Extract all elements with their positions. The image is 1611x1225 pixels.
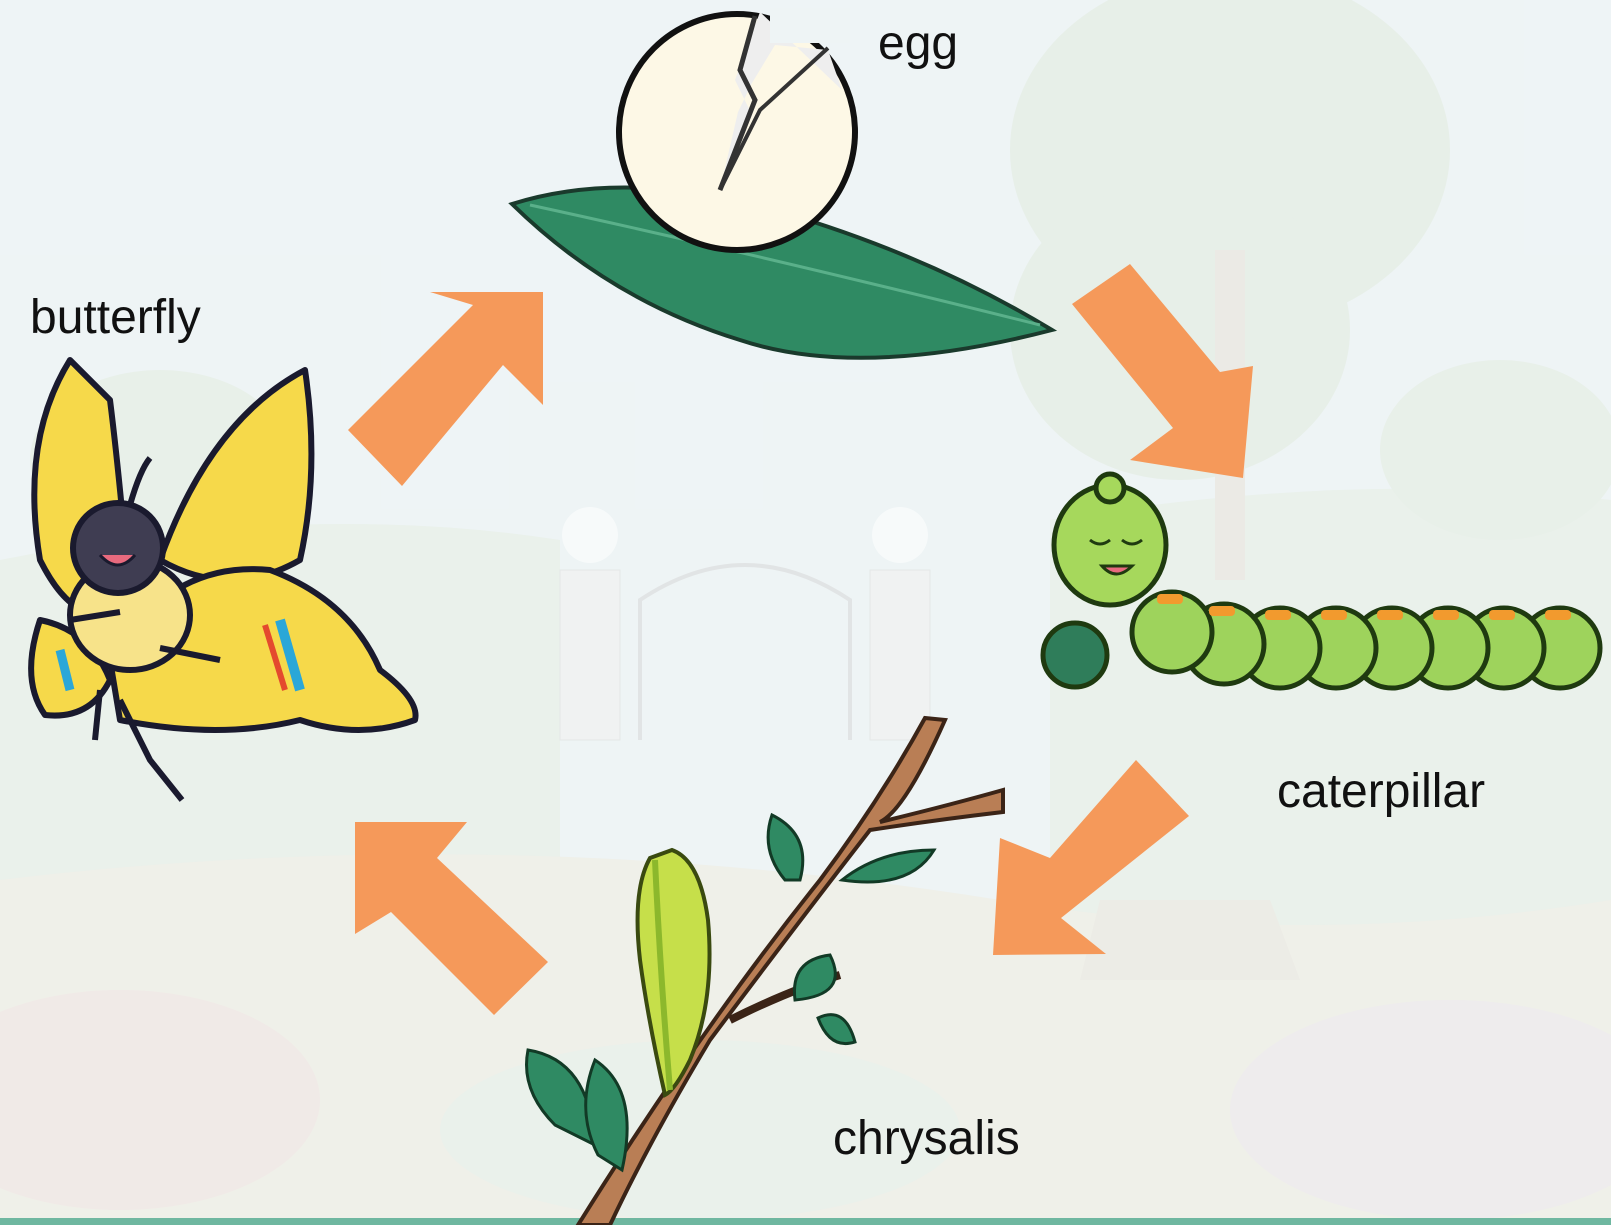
- caterpillar-leaf-ball: [1043, 623, 1107, 687]
- label-chrysalis: chrysalis: [833, 1115, 1020, 1163]
- label-caterpillar: caterpillar: [1277, 768, 1485, 816]
- label-egg: egg: [878, 20, 958, 68]
- label-butterfly: butterfly: [30, 294, 201, 342]
- butterfly-head: [73, 503, 163, 593]
- bottom-strip: [0, 1218, 1611, 1225]
